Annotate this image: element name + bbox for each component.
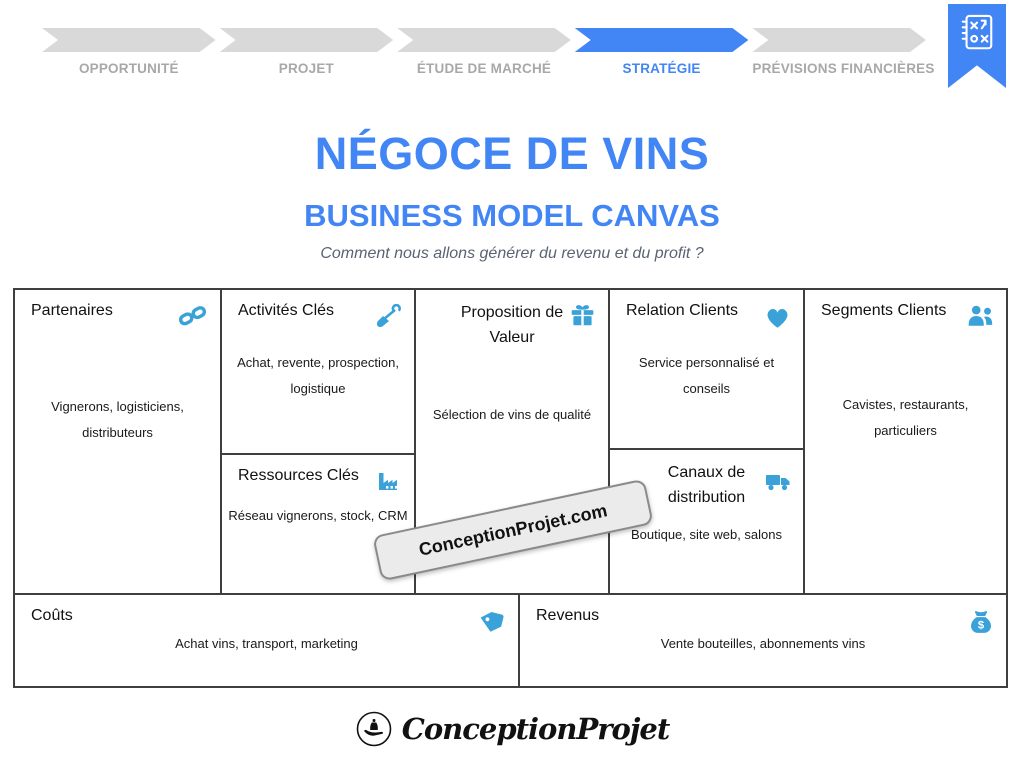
section-costs: Coûts Achat vins, transport, marketing [15, 595, 520, 686]
footer-logo-text: ConceptionProjet [401, 712, 671, 746]
section-key-activities: Activités Clés Achat, revente, prospecti… [222, 290, 414, 455]
step-projet: PROJET [220, 28, 394, 76]
section-title: Revenus [536, 607, 600, 624]
chevron-shape [752, 28, 926, 52]
step-label: ÉTUDE DE MARCHÉ [416, 61, 552, 76]
chevron-shape [575, 28, 749, 52]
section-title: Relation Clients [626, 302, 739, 319]
step-opportunite: OPPORTUNITÉ [42, 28, 216, 76]
hand-holding-bottle-icon [355, 710, 393, 748]
business-model-canvas: Partenaires Vignerons, logisticiens, dis… [13, 288, 1008, 688]
step-label: PRÉVISIONS FINANCIÈRES [752, 61, 935, 76]
heart-icon [764, 304, 791, 329]
section-revenues: Revenus $ Vente bouteilles, abonnements … [520, 595, 1006, 686]
section-customer-relations: Relation Clients Service personnalisé et… [610, 290, 803, 450]
step-etude-de-marche: ÉTUDE DE MARCHÉ [397, 28, 571, 76]
chain-link-icon [178, 304, 208, 328]
strategy-tactics-icon [958, 12, 996, 56]
section-title: Segments Clients [821, 302, 947, 319]
strategy-ribbon [948, 4, 1006, 88]
shovel-icon [375, 304, 402, 329]
price-tag-icon [478, 609, 506, 633]
canvas-top-row: Partenaires Vignerons, logisticiens, dis… [15, 290, 1006, 593]
process-bar: OPPORTUNITÉ PROJET ÉTUDE DE MARCHÉ STRAT… [42, 28, 935, 76]
gift-icon [569, 302, 596, 328]
column-relations-channels: Relation Clients Service personnalisé et… [610, 290, 805, 593]
step-label: PROJET [278, 61, 334, 76]
section-content: Réseau vignerons, stock, CRM [228, 508, 408, 523]
canvas-bottom-row: Coûts Achat vins, transport, marketing R… [15, 593, 1006, 686]
column-activities-resources: Activités Clés Achat, revente, prospecti… [222, 290, 416, 593]
section-content: Sélection de vins de qualité [432, 407, 592, 422]
section-partners: Partenaires Vignerons, logisticiens, dis… [15, 290, 222, 593]
section-key-resources: Ressources Clés Réseau vignerons, stock,… [222, 455, 414, 591]
section-content: Achat, revente, prospection, logistique [237, 355, 399, 396]
chevron-shape [397, 28, 571, 52]
section-title: Partenaires [31, 302, 113, 319]
section-content: Boutique, site web, salons [630, 527, 783, 542]
section-value-proposition: Proposition de Valeur Sélection de vins … [416, 290, 610, 593]
factory-icon [376, 469, 402, 493]
footer-logo: ConceptionProjet [0, 710, 1024, 748]
section-title: Coûts [31, 607, 73, 624]
section-content: Achat vins, transport, marketing [175, 636, 358, 651]
section-title: Proposition de Valeur [460, 304, 564, 346]
section-content: Vente bouteilles, abonnements vins [660, 636, 866, 651]
chevron-shape [220, 28, 394, 52]
section-content: Service personnalisé et conseils [638, 355, 775, 396]
section-content: Cavistes, restaurants, particuliers [842, 397, 969, 438]
step-previsions-financieres: PRÉVISIONS FINANCIÈRES [752, 28, 935, 76]
section-content: Vignerons, logisticiens, distributeurs [51, 399, 184, 440]
people-icon [966, 304, 994, 328]
section-title: Ressources Clés [238, 467, 359, 484]
page-subtitle: BUSINESS MODEL CANVAS [304, 198, 720, 233]
money-bag-icon: $ [968, 609, 994, 635]
step-label: OPPORTUNITÉ [78, 61, 179, 76]
svg-text:$: $ [978, 620, 985, 632]
section-channels: Canaux de distribution Boutique, site we… [610, 460, 803, 601]
step-label: STRATÉGIE [622, 61, 701, 76]
step-strategie-active: STRATÉGIE [575, 28, 749, 76]
section-customer-segments: Segments Clients Cavistes, restaurants, … [805, 290, 1006, 593]
chevron-shape [42, 28, 216, 52]
page-title: NÉGOCE DE VINS [314, 128, 710, 179]
page-tagline: Comment nous allons générer du revenu et… [320, 245, 704, 262]
section-title: Canaux de distribution [667, 464, 746, 506]
truck-icon [765, 472, 791, 492]
section-title: Activités Clés [238, 302, 335, 319]
